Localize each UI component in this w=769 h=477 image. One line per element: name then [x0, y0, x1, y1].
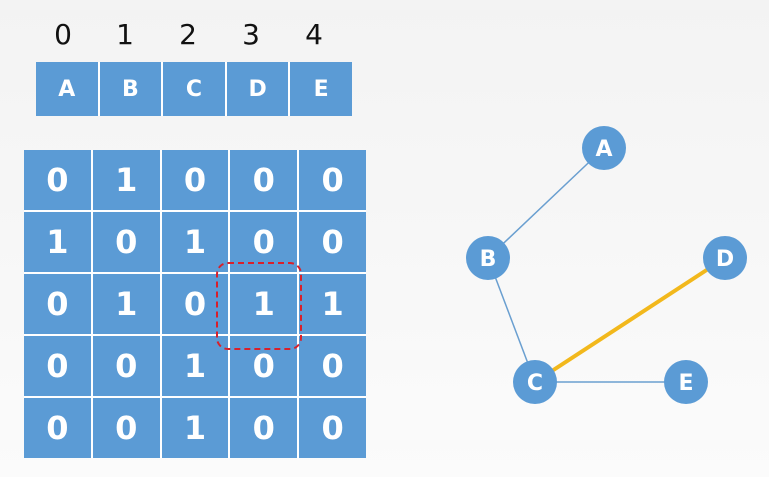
edge-a-b	[487, 147, 605, 259]
node-a-label: A	[595, 137, 612, 162]
matrix-cell-2-4: 1	[299, 274, 366, 334]
matrix-cell-2-1: 1	[92, 274, 160, 334]
matrix-cell-1-2: 1	[161, 212, 229, 272]
index-2: 2	[179, 18, 197, 51]
index-0: 0	[54, 18, 72, 51]
matrix-cell-0-4: 0	[299, 150, 366, 210]
matrix-cell-4-1: 0	[92, 398, 160, 458]
matrix-cell-3-4: 0	[299, 336, 366, 396]
vertex-cell-a: A	[36, 62, 98, 116]
adjacency-matrix: 0 1 0 0 0 1 0 1 0 0 0 1 0 1 1 0 0 1 0 0 …	[24, 150, 366, 458]
index-4: 4	[305, 18, 323, 51]
vertex-cell-c: C	[163, 62, 225, 116]
matrix-cell-1-0: 1	[24, 212, 91, 272]
matrix-cell-3-3: 0	[230, 336, 298, 396]
matrix-cell-1-1: 0	[92, 212, 160, 272]
index-1: 1	[116, 18, 134, 51]
node-d: D	[703, 236, 747, 280]
node-b-label: B	[480, 247, 497, 272]
matrix-cell-0-0: 0	[24, 150, 91, 210]
vertex-cell-e: E	[290, 62, 352, 116]
matrix-cell-1-4: 0	[299, 212, 366, 272]
matrix-cell-0-2: 0	[161, 150, 229, 210]
matrix-cell-2-3: 1	[230, 274, 298, 334]
node-d-label: D	[716, 247, 734, 272]
matrix-cell-2-0: 0	[24, 274, 91, 334]
vertex-array: A B C D E	[36, 62, 352, 116]
vertex-cell-b: B	[99, 62, 162, 116]
edge-c-d-highlighted	[533, 256, 727, 384]
matrix-cell-3-0: 0	[24, 336, 91, 396]
matrix-cell-0-3: 0	[230, 150, 298, 210]
node-a: A	[582, 126, 626, 170]
index-3: 3	[242, 18, 260, 51]
matrix-cell-4-3: 0	[230, 398, 298, 458]
node-c-label: C	[527, 371, 543, 396]
node-e-label: E	[678, 371, 693, 396]
matrix-cell-0-1: 1	[92, 150, 160, 210]
matrix-cell-4-4: 0	[299, 398, 366, 458]
vertex-cell-d: D	[226, 62, 289, 116]
matrix-cell-3-2: 1	[161, 336, 229, 396]
matrix-cell-4-2: 1	[161, 398, 229, 458]
matrix-cell-4-0: 0	[24, 398, 91, 458]
edge-b-c	[487, 257, 536, 383]
node-b: B	[466, 236, 510, 280]
node-c: C	[513, 360, 557, 404]
highlight-box	[216, 262, 302, 350]
node-e: E	[664, 360, 708, 404]
matrix-cell-3-1: 0	[92, 336, 160, 396]
